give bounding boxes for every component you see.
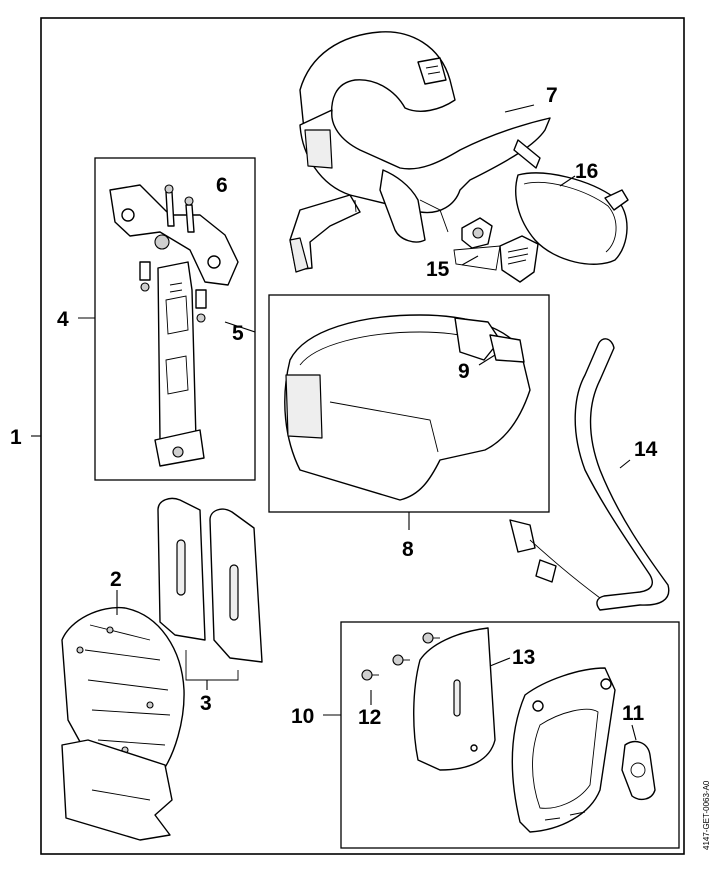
leader-13 [489, 657, 511, 667]
callout-14: 14 [634, 438, 658, 461]
backplate-part-2 [61, 606, 185, 841]
leader-11 [631, 724, 637, 741]
harness-part-7 [289, 31, 551, 273]
callout-16: 16 [575, 160, 598, 183]
callout-1: 1 [10, 426, 22, 449]
leader-15 [461, 255, 479, 266]
callout-15: 15 [426, 258, 450, 281]
frame-part-10 [511, 667, 616, 833]
callout-11: 11 [622, 702, 645, 725]
callout-5: 5 [232, 322, 244, 345]
callout-12: 12 [358, 706, 381, 729]
bracket-part-4 [109, 184, 239, 467]
clip-part-11 [621, 740, 656, 801]
callout-7: 7 [546, 84, 558, 107]
waist-belt-part-8 [284, 314, 531, 501]
clips-part-15 [453, 217, 539, 283]
box-part-4 [94, 157, 256, 481]
callout-6: 6 [216, 174, 228, 197]
screws-part-12 [361, 632, 440, 681]
leader-9 [478, 354, 496, 366]
callout-2: 2 [110, 568, 122, 591]
callout-10: 10 [291, 705, 314, 728]
box-part-10 [340, 621, 680, 849]
document-id: 4147-GET-0063-A0 [702, 780, 711, 850]
leader-5 [224, 321, 256, 333]
leader-16 [559, 175, 576, 187]
leader-14 [619, 459, 631, 469]
callout-8: 8 [402, 538, 414, 561]
callout-13: 13 [512, 646, 535, 669]
pad-part-16 [515, 172, 629, 265]
plates-part-3 [157, 497, 263, 681]
strap-part-14 [509, 338, 670, 611]
leader-7 [504, 104, 535, 113]
plate-part-13 [413, 627, 496, 771]
callout-4: 4 [57, 308, 69, 331]
callout-3: 3 [200, 692, 212, 715]
callout-9: 9 [458, 360, 470, 383]
